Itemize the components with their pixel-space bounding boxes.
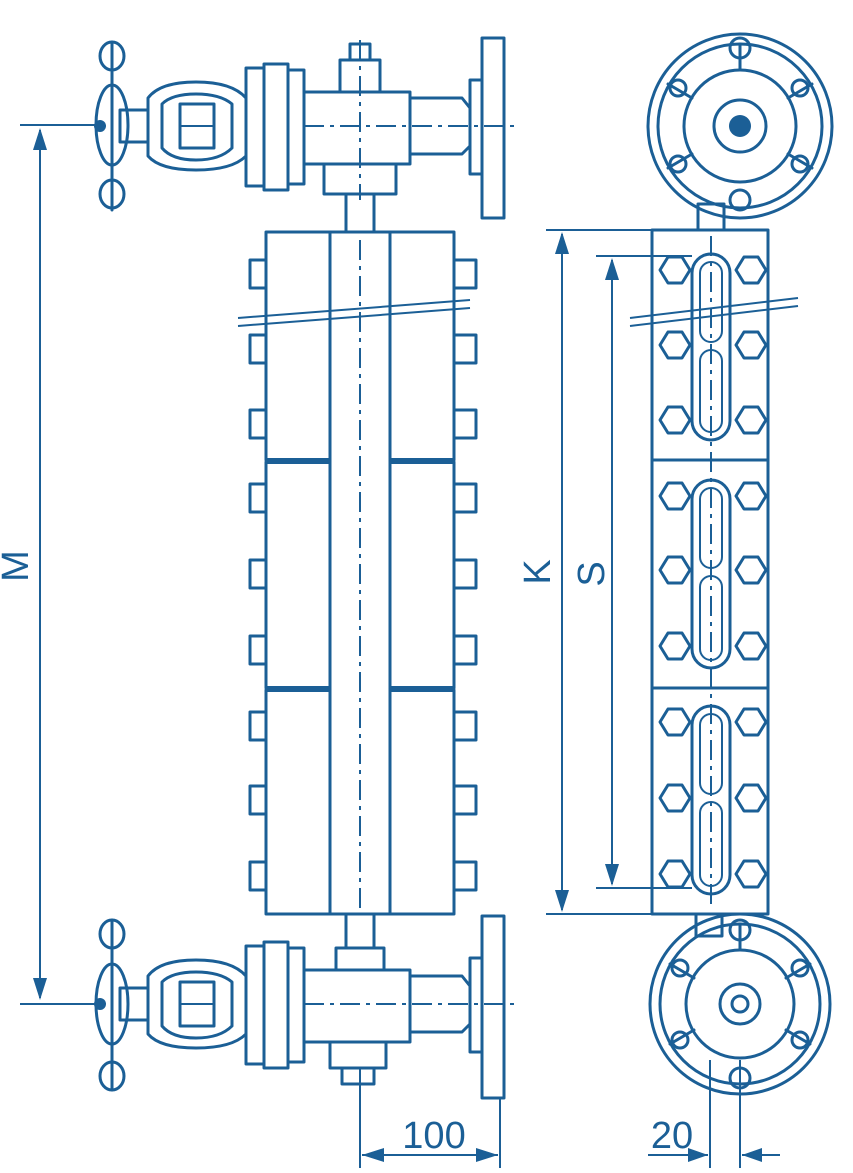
bolts-right — [452, 258, 478, 892]
bolts-left — [248, 258, 268, 892]
bottom-valve-assembly — [94, 912, 520, 1100]
dimension-20 — [648, 1060, 780, 1168]
left-chambers — [264, 230, 332, 916]
dimension-s — [596, 255, 692, 889]
top-valve-assembly — [94, 36, 520, 234]
hex-nuts — [658, 255, 768, 889]
side-view: M 100 — [0, 36, 520, 1168]
dimension-20-label: 20 — [651, 1115, 693, 1157]
sight-windows — [690, 236, 732, 910]
central-tube — [328, 230, 392, 916]
dimension-s-label: S — [571, 561, 613, 586]
dimension-m-label: M — [0, 550, 37, 582]
dimension-k-label: K — [517, 559, 559, 584]
dimension-100 — [359, 1068, 501, 1168]
dimension-k — [546, 229, 652, 915]
gauge-body — [629, 228, 799, 916]
front-view: K S 20 — [517, 32, 834, 1168]
dimension-100-label: 100 — [402, 1115, 465, 1157]
dimension-m — [20, 124, 100, 1005]
right-chambers — [388, 230, 456, 916]
break-lines — [237, 299, 471, 327]
top-handwheel-front — [646, 32, 834, 232]
